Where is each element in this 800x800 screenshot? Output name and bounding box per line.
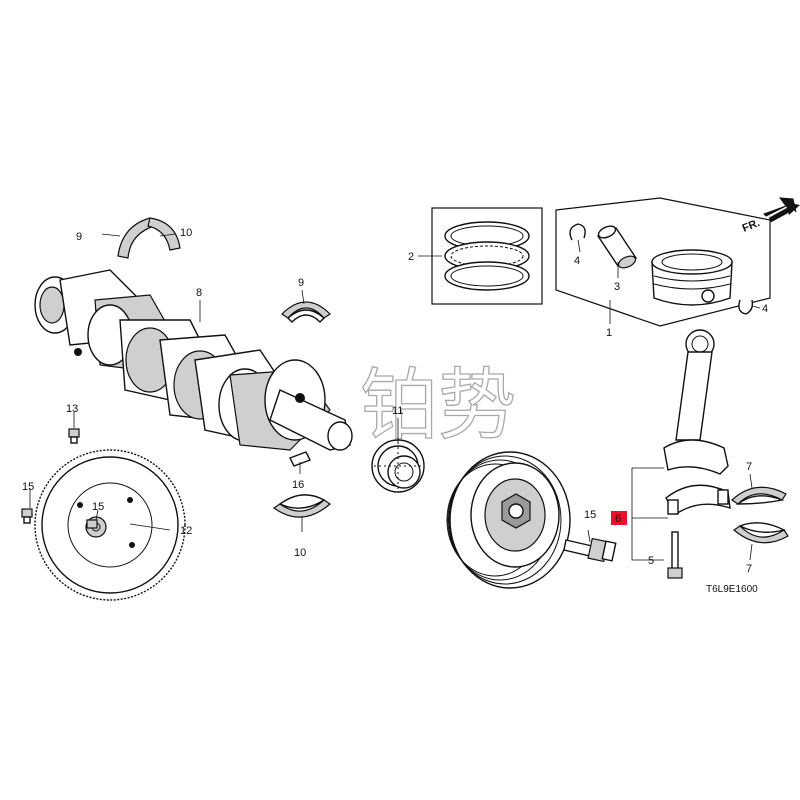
bolt-flywheel-left — [21, 508, 33, 524]
bolt-flywheel-center — [86, 519, 98, 529]
callout-7-top: 7 — [746, 461, 752, 473]
callout-10-right: 10 — [180, 227, 192, 239]
piston-pin-clip-right — [738, 299, 754, 315]
bolt-flywheel-top — [68, 428, 80, 444]
callout-3: 3 — [614, 281, 620, 293]
piston — [651, 249, 733, 306]
connecting-rod-bolt — [667, 531, 683, 579]
callout-8: 8 — [196, 287, 202, 299]
crankshaft — [34, 269, 353, 451]
front-direction-label: FR. — [741, 217, 762, 235]
watermark-text: 铂势 — [360, 361, 516, 451]
callout-5: 5 — [648, 555, 654, 567]
upper-rod-bearing — [731, 486, 787, 505]
callout-4-left: 4 — [574, 255, 580, 267]
lower-main-bearing — [272, 494, 331, 518]
callout-10-left: 9 — [76, 231, 82, 243]
callout-15-left: 15 — [22, 481, 34, 493]
callout-17: 16 — [292, 479, 304, 491]
callout-15-center: 15 — [92, 501, 104, 513]
upper-main-bearing — [281, 301, 331, 323]
lower-rod-bearing — [733, 522, 789, 544]
callout-16: 15 — [584, 509, 596, 521]
callout-6: 6 — [615, 513, 621, 525]
callouts: 9 10 8 9 10 11 12 13 15 15 15 16 2 4 3 1… — [22, 227, 768, 575]
piston-pin — [596, 225, 638, 269]
callout-4-right: 4 — [762, 303, 768, 315]
piston-pin-clip-left — [569, 223, 586, 241]
connecting-rod-cap — [665, 484, 731, 515]
diagram-code: T6L9E1600 — [706, 584, 758, 595]
thrust-washer-pair — [117, 217, 181, 259]
callout-6-highlight — [611, 511, 627, 525]
callout-12: 11 — [392, 405, 403, 417]
drive-plate — [34, 449, 186, 601]
callout-15-top: 13 — [66, 403, 78, 415]
pulley-bolt — [563, 537, 617, 563]
crankshaft-pulley — [446, 451, 571, 589]
callout-9: 9 — [298, 277, 304, 289]
connecting-rod — [663, 329, 729, 475]
callout-7-bottom: 7 — [746, 563, 752, 575]
callout-13: 12 — [180, 525, 192, 537]
piston-box — [555, 197, 771, 327]
woodruff-key — [289, 451, 311, 467]
callout-1: 1 — [606, 327, 612, 339]
callout-11: 10 — [294, 547, 306, 559]
callout-2: 2 — [408, 251, 414, 263]
piston-ring-set — [444, 221, 530, 291]
leader-lines — [29, 233, 761, 561]
crank-sprocket — [371, 439, 425, 493]
